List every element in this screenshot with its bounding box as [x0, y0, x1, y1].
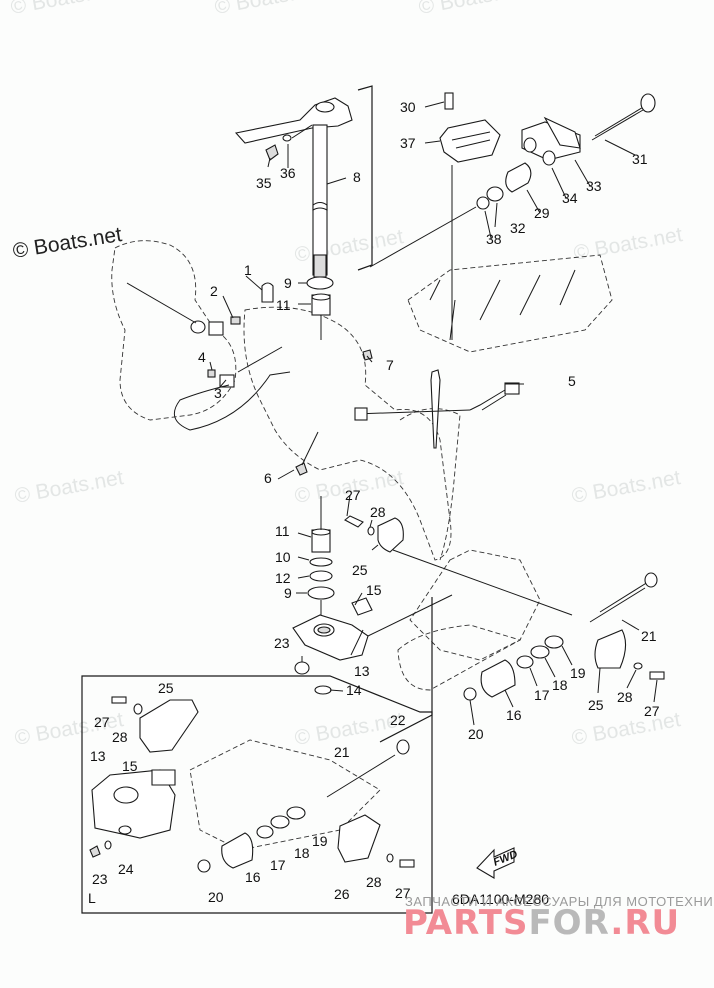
callout-9: 9 [284, 585, 292, 601]
watermark-dark: © Boats.net [11, 223, 123, 263]
brand-part-1: PARTS [403, 903, 528, 943]
callout-21: 21 [334, 744, 350, 760]
steering-arm-assembly [234, 97, 353, 278]
watermark: © Boats.net [213, 0, 326, 19]
callouts: 1 2 3 4 5 6 7 8 9 11 35 36 30 37 31 33 3… [198, 99, 660, 742]
callout-21: 21 [641, 628, 657, 644]
callout-28: 28 [366, 874, 382, 890]
callout-18: 18 [294, 845, 310, 861]
upper-mount [369, 92, 656, 340]
callout-16: 16 [506, 707, 522, 723]
watermark: © Boats.net [13, 466, 126, 508]
callout-13: 13 [354, 663, 370, 679]
right-lower-parts [463, 572, 665, 701]
callout-17: 17 [270, 857, 286, 873]
callout-13: 13 [90, 748, 106, 764]
frames [81, 85, 433, 914]
drawing-code: 6DA1100-M280 [452, 891, 549, 907]
callout-16: 16 [245, 869, 261, 885]
callout-15: 15 [366, 582, 382, 598]
callout-11: 11 [275, 523, 290, 539]
callout-5: 5 [568, 373, 576, 389]
callout-3: 3 [214, 385, 222, 401]
callout-27: 27 [94, 714, 110, 730]
callout-24: 24 [118, 861, 134, 877]
left-bracket-parts [126, 282, 291, 431]
callout-17: 17 [534, 687, 550, 703]
callout-14: 14 [346, 682, 362, 698]
callout-6: 6 [264, 470, 272, 486]
callout-25: 25 [588, 697, 604, 713]
callout-26: 26 [334, 886, 350, 902]
callout-4: 4 [198, 349, 206, 365]
callout-7: 7 [386, 357, 394, 373]
leader-lines [209, 101, 658, 726]
callout-36: 36 [280, 165, 296, 181]
callout-10: 10 [275, 549, 291, 565]
callout-28: 28 [370, 504, 386, 520]
watermark: © Boats.net [570, 708, 683, 750]
brand-text: PARTSFOR.RU [403, 903, 680, 943]
watermark: © Boats.net [572, 223, 685, 265]
callout-30: 30 [400, 99, 416, 115]
callout-20: 20 [208, 889, 224, 905]
callout-9: 9 [284, 275, 292, 291]
callout-28: 28 [617, 689, 633, 705]
callout-27: 27 [345, 487, 361, 503]
watermark: © Boats.net [417, 0, 530, 19]
brand-part-3: .RU [610, 903, 680, 943]
callout-8: 8 [353, 169, 361, 185]
callout-19: 19 [312, 833, 328, 849]
callout-27: 27 [395, 885, 411, 901]
callout-38: 38 [486, 231, 502, 247]
inset-callouts: 25 27 28 13 15 22 21 19 18 17 16 23 24 2… [88, 680, 411, 906]
watermark: © Boats.net [9, 0, 122, 19]
inset-L-parts [89, 696, 415, 873]
lower-stack [292, 496, 573, 695]
callout-34: 34 [562, 190, 578, 206]
fwd-arrow: FWD [476, 847, 519, 879]
brand-part-2: FOR [528, 903, 610, 943]
callout-31: 31 [632, 151, 648, 167]
brand-logo: PARTSFOR.RU [403, 903, 680, 943]
callout-33: 33 [586, 178, 602, 194]
callout-29: 29 [534, 205, 550, 221]
callout-19: 19 [570, 665, 586, 681]
callout-25: 25 [158, 680, 174, 696]
watermark: © Boats.net [293, 225, 406, 267]
callout-37: 37 [400, 135, 416, 151]
callout-23: 23 [92, 871, 108, 887]
inset-label-L: L [88, 890, 96, 906]
callout-2: 2 [210, 283, 218, 299]
callout-22: 22 [390, 712, 406, 728]
watermark: © Boats.net [570, 466, 683, 508]
callout-28: 28 [112, 729, 128, 745]
callout-25: 25 [352, 562, 368, 578]
callout-23: 23 [274, 635, 290, 651]
footer-caption: ЗАПЧАСТИ И АКСЕССУАРЫ ДЛЯ МОТОТЕХНИКИ [405, 894, 714, 909]
callout-12: 12 [275, 570, 291, 586]
housing-outlines [111, 240, 613, 851]
callout-15: 15 [122, 758, 138, 774]
callout-27: 27 [644, 703, 660, 719]
callout-1: 1 [244, 262, 252, 278]
center-parts [295, 276, 520, 476]
callout-18: 18 [552, 677, 568, 693]
callout-32: 32 [510, 220, 526, 236]
callout-11: 11 [276, 297, 291, 313]
callout-35: 35 [256, 175, 272, 191]
callout-20: 20 [468, 726, 484, 742]
